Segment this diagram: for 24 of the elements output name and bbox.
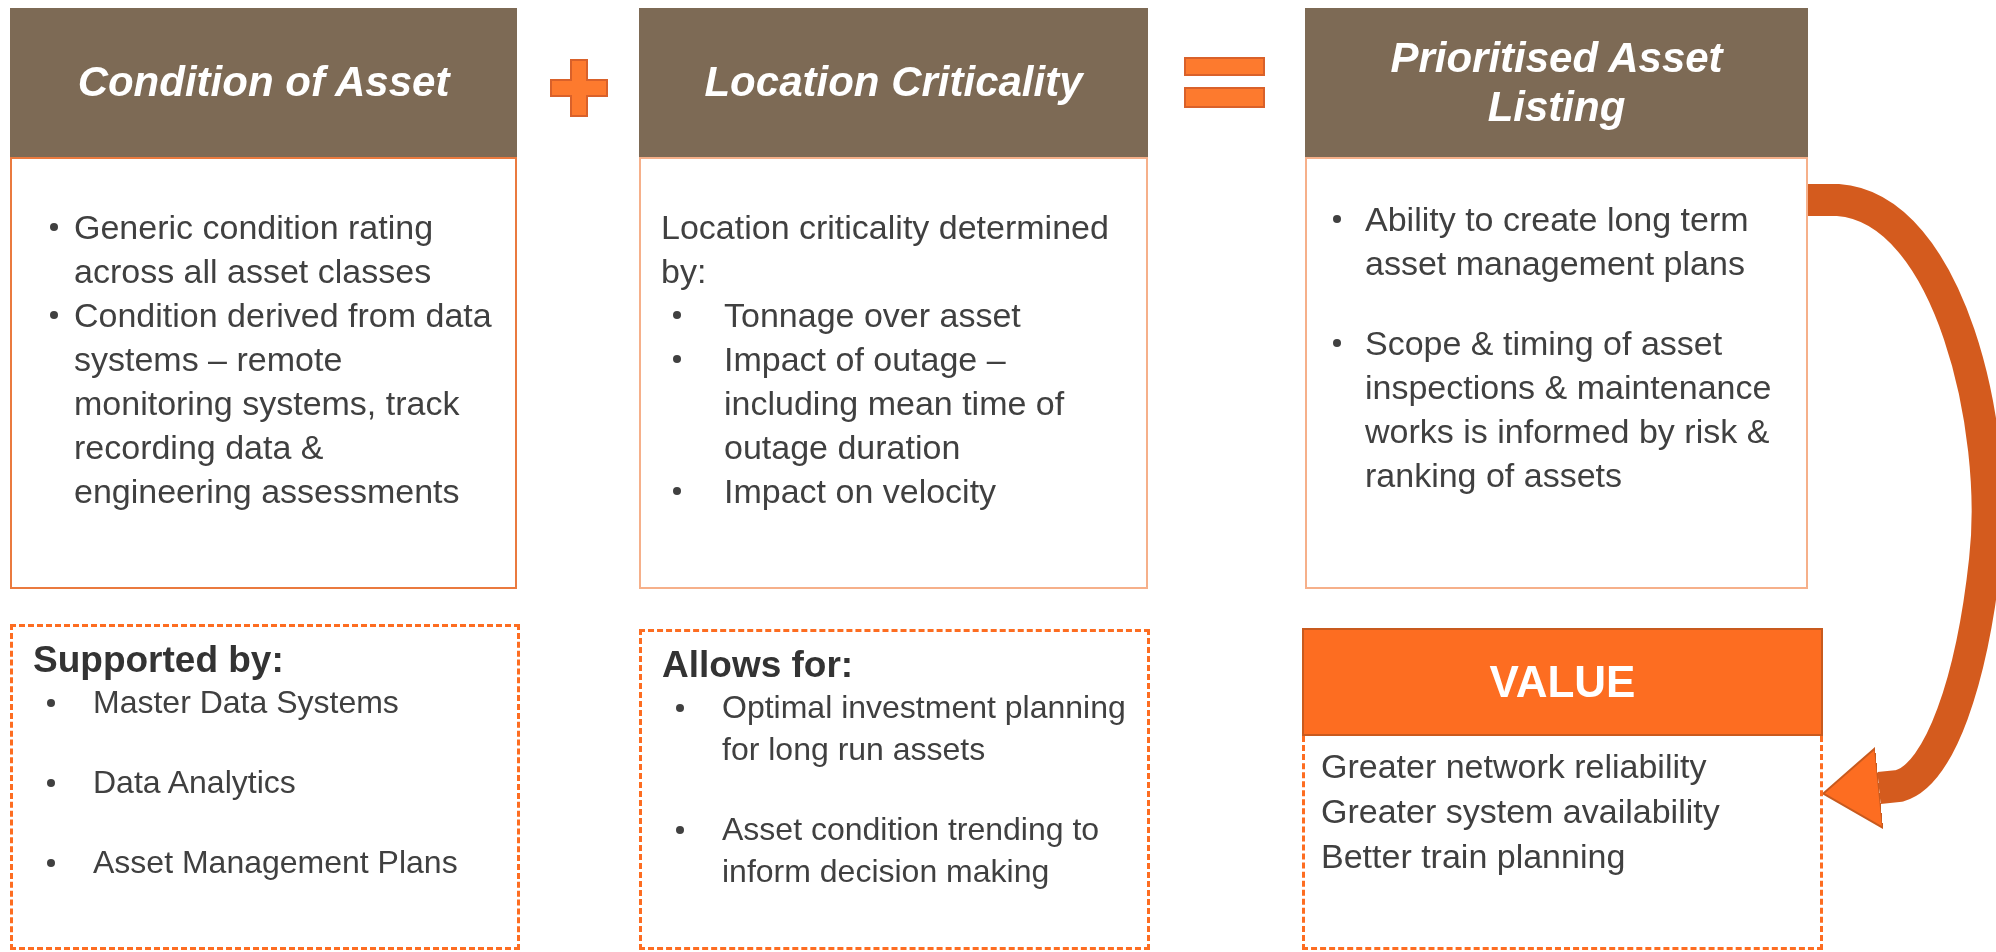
bullet-text: Optimal investment planning for long run assets: [722, 688, 1127, 769]
body-text: Location criticality determined by:: [661, 207, 1110, 292]
benefit-text: Greater system availability: [1321, 791, 1721, 832]
bullet-text: Impact on velocity: [724, 471, 997, 512]
column-title: Location Criticality: [703, 58, 1085, 107]
bullet-text: Tonnage over asset: [724, 295, 1021, 336]
benefit-text: Greater network reliability: [1321, 746, 1708, 787]
bullet-text: Data Analytics: [93, 763, 296, 802]
bullet-text: Ability to create long term asset management plans: [1365, 199, 1750, 284]
box-heading: Allows for:: [662, 644, 855, 686]
banner-title: VALUE: [1489, 657, 1636, 707]
benefit-text: Better train planning: [1321, 836, 1627, 877]
bullet-text: Master Data Systems: [93, 683, 399, 722]
box-heading: Supported by:: [33, 639, 285, 681]
dashed-box: [10, 624, 520, 950]
bullet-text: Generic condition rating across all asset classes: [74, 207, 435, 292]
column-title: Prioritised Asset Listing: [1389, 34, 1725, 131]
bullet-text: Scope & timing of asset inspections & maintenance works is informed by risk & ranking of assets: [1365, 323, 1773, 496]
bullet-text: Impact of outage – including mean time of outage duration: [724, 339, 1066, 468]
column-title: Condition of Asset: [76, 58, 452, 107]
bullet-text: Asset Management Plans: [93, 843, 458, 882]
bullet-text: Condition derived from data systems – remote monitoring systems, track recording data & engineering assessments: [74, 295, 493, 512]
bullet-text: Asset condition trending to inform decision making: [722, 810, 1101, 891]
dashed-box: [639, 629, 1150, 950]
